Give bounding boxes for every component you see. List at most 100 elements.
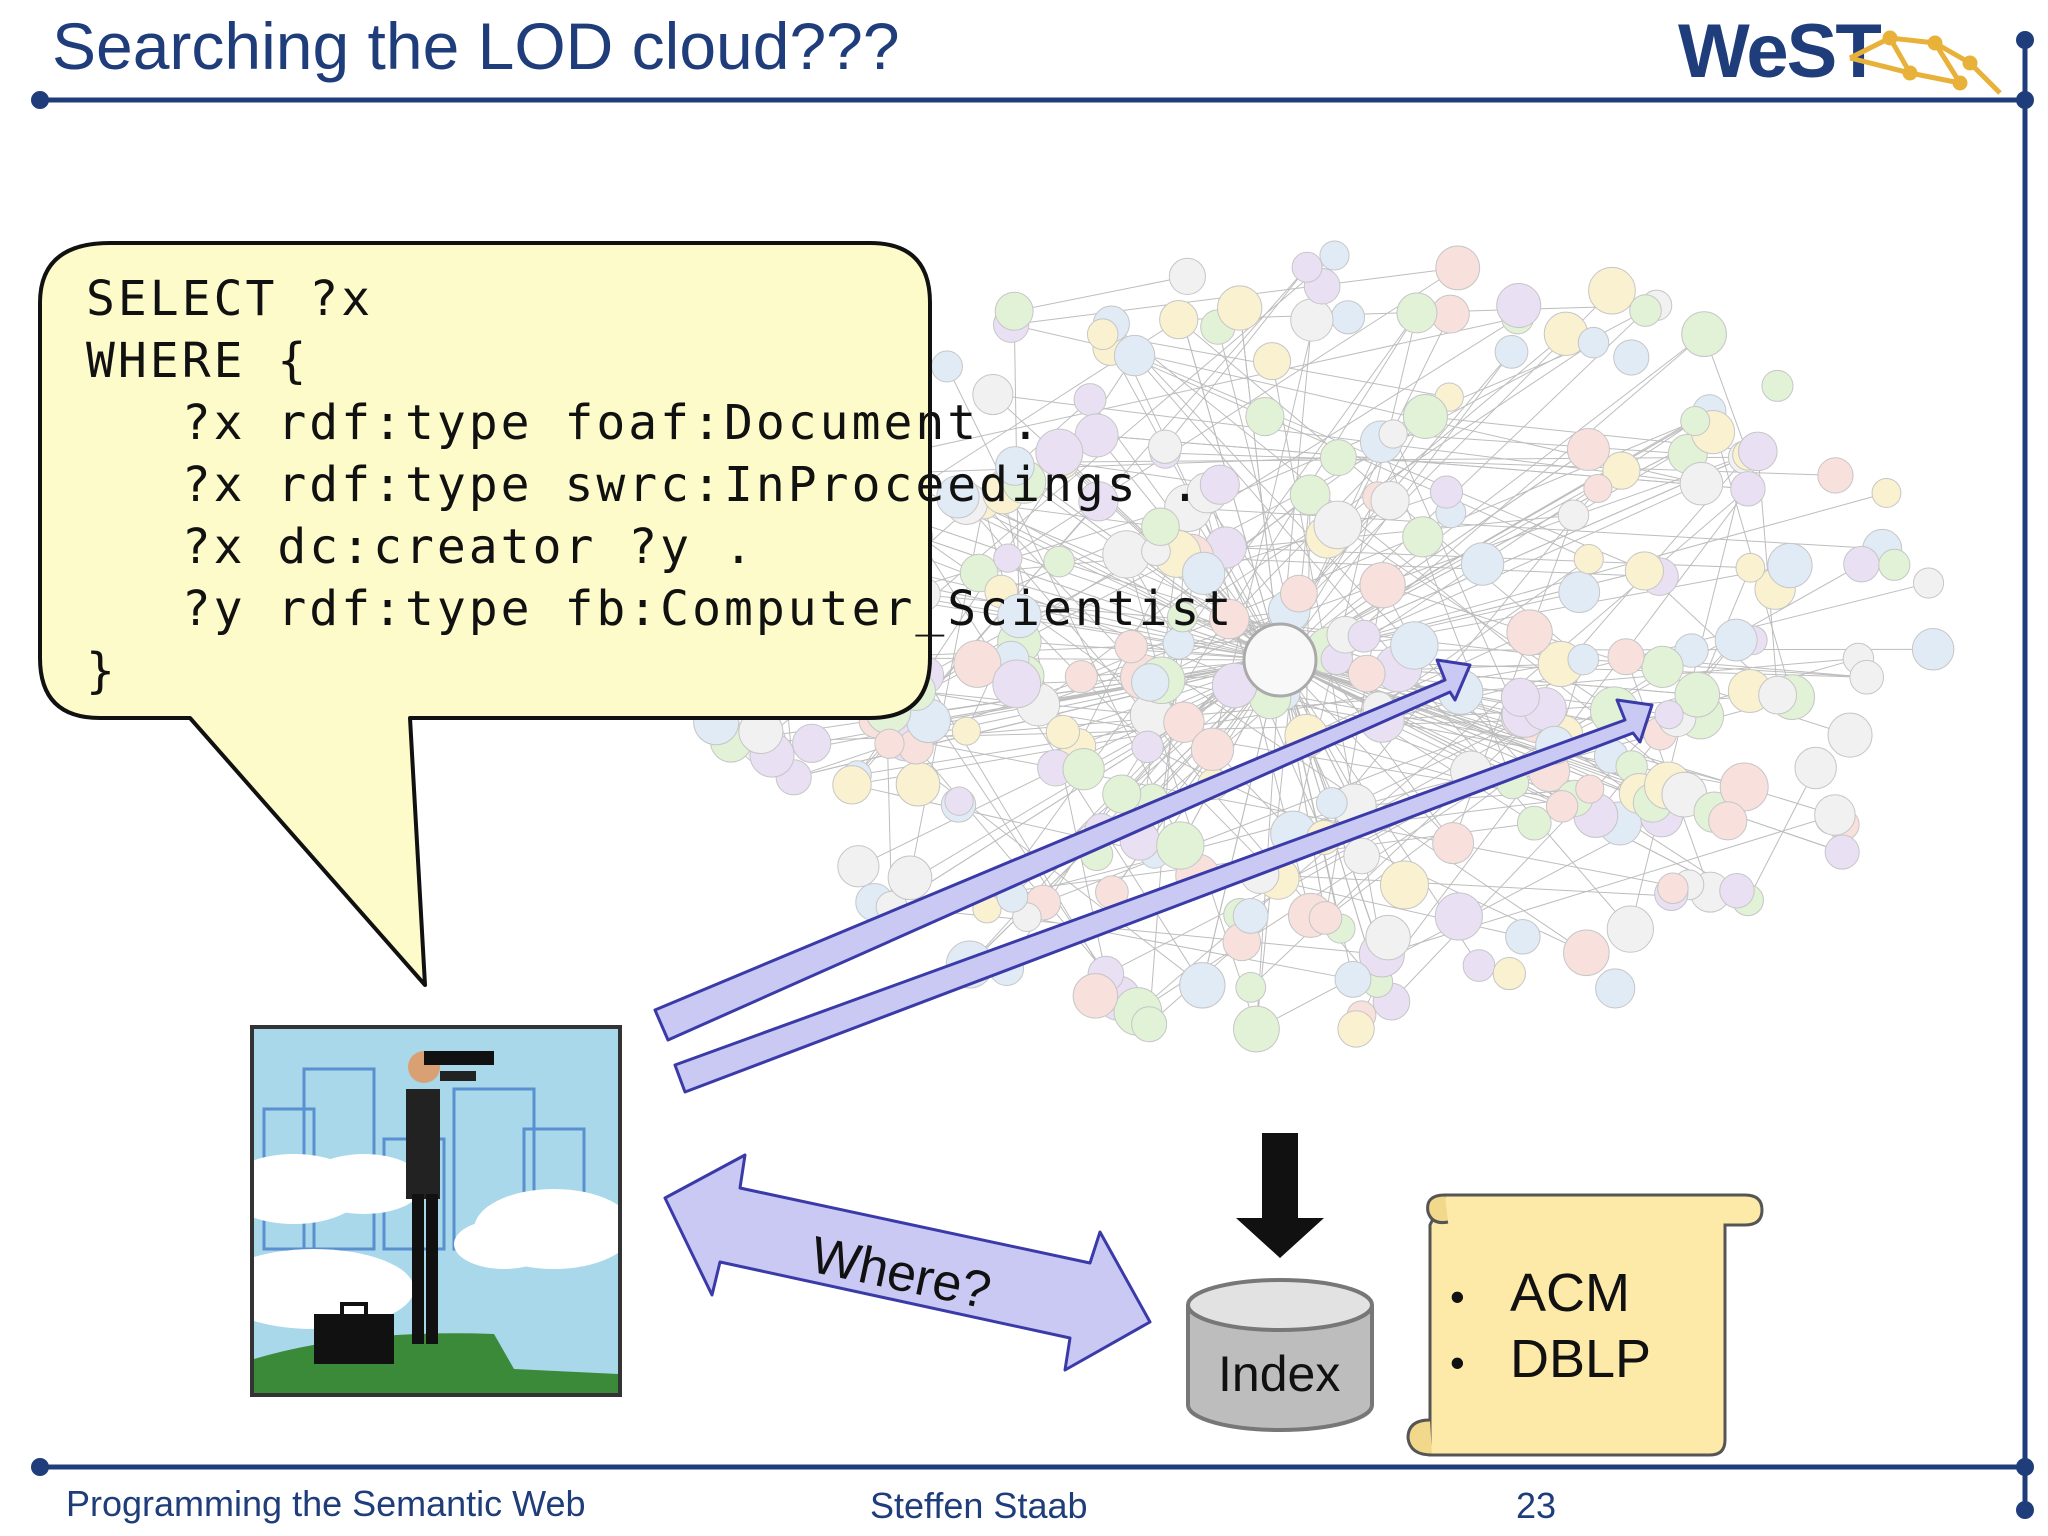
lod-dataset-node: [1827, 712, 1873, 758]
lod-dataset-node: [1396, 292, 1438, 334]
lod-link: [847, 317, 1518, 466]
lod-dataset-node: [832, 765, 872, 805]
query-line: ?x dc:creator ?y .: [86, 519, 756, 575]
lod-link: [978, 572, 1281, 661]
lod-dataset-node: [953, 639, 1002, 688]
lod-dataset-node: [1315, 787, 1348, 819]
lod-dataset-node: [995, 446, 1035, 486]
lod-dataset-node: [1506, 609, 1553, 656]
lod-dataset-node: [1567, 643, 1600, 676]
source-list: ACM DBLP: [1450, 1262, 1651, 1394]
lod-dataset-node: [1072, 973, 1119, 1019]
lod-dataset-node: [1606, 905, 1654, 953]
lod-link: [1148, 507, 1189, 1025]
lod-dataset-node: [1613, 339, 1650, 376]
lod-dataset-node: [1557, 499, 1590, 531]
lod-dataset-node: [1181, 551, 1226, 596]
list-item: DBLP: [1450, 1328, 1651, 1394]
lod-dataset-node: [1141, 507, 1180, 547]
lod-dataset-node: [1708, 801, 1748, 841]
lod-dataset-node: [1291, 251, 1323, 283]
where-double-arrow: [663, 1153, 1152, 1372]
lod-dataset-node: [1871, 478, 1902, 508]
lod-dataset-node: [1607, 638, 1645, 676]
lod-dataset-node: [972, 374, 1014, 416]
lod-dataset-node: [1147, 429, 1183, 464]
lod-dataset-node: [1435, 245, 1481, 291]
lod-dataset-node: [1629, 294, 1662, 327]
lod-dataset-node: [1911, 628, 1955, 671]
lod-dataset-node: [837, 845, 880, 888]
lod-dataset-node: [1583, 473, 1613, 503]
lod-dataset-node: [1680, 406, 1711, 437]
lod-dataset-node: [1343, 837, 1380, 875]
lod-dataset-node: [1460, 542, 1505, 586]
lod-dataset-node: [1086, 318, 1119, 351]
lod-dataset-node: [1563, 929, 1610, 977]
lod-dataset-node: [1849, 659, 1885, 695]
lod-dataset-node: [1429, 475, 1464, 509]
lod-dataset-node: [1575, 774, 1605, 804]
lod-dataset-node: [1159, 299, 1199, 340]
lod-dataset-node: [1558, 571, 1601, 614]
lod-dataset-node: [1500, 677, 1540, 717]
lod-dataset-node: [1045, 714, 1081, 750]
west-logo-network-icon: [1848, 30, 2002, 95]
lod-link: [1393, 433, 1688, 455]
lod-link: [1042, 708, 1546, 904]
arrow-to-cloud-1: [653, 658, 1472, 1042]
lod-dataset-node: [1719, 873, 1755, 909]
lod-dataset-node: [1190, 727, 1235, 771]
lod-dataset-node: [1168, 257, 1206, 295]
lod-link: [979, 514, 1574, 574]
lod-dataset-node: [1588, 266, 1636, 315]
lod-link: [1001, 342, 1594, 593]
lod-dataset-node: [1573, 544, 1604, 575]
lod-dataset-node: [1334, 960, 1372, 998]
businessman-binoculars-image: [250, 1025, 622, 1397]
sparql-query: SELECT ?x WHERE { ?x rdf:type foaf:Docum…: [86, 268, 1234, 702]
lod-dataset-node: [1545, 790, 1579, 823]
lod-dataset-node: [1402, 516, 1444, 558]
lod-dataset-node: [1313, 500, 1363, 550]
slide-title: Searching the LOD cloud???: [52, 9, 900, 83]
lod-dataset-node: [1794, 746, 1837, 790]
lod-dataset-node: [1654, 700, 1684, 730]
lod-link: [1217, 326, 1290, 612]
lod-dataset-node: [1337, 1010, 1375, 1048]
lod-dataset-node: [944, 786, 974, 816]
page-number: 23: [1516, 1485, 1557, 1526]
lod-dataset-node: [1235, 971, 1267, 1003]
lod-link: [1096, 434, 1748, 490]
lod-dataset-node: [1494, 334, 1529, 369]
lod-dataset-node: [1496, 283, 1542, 329]
lod-link: [1271, 361, 1392, 1002]
lod-dataset-node: [1253, 342, 1292, 381]
lod-link: [1255, 659, 1281, 1030]
list-item: ACM: [1450, 1262, 1651, 1328]
lod-dataset-node: [1595, 968, 1636, 1009]
query-line: ?x rdf:type swrc:InProceedings .: [86, 457, 1203, 513]
lod-link: [1182, 342, 1594, 618]
query-line: }: [86, 643, 118, 699]
lod-dataset-node: [1492, 956, 1526, 991]
lod-dataset-node: [1814, 794, 1856, 836]
lod-link: [1279, 659, 1535, 824]
query-line: SELECT ?x: [86, 271, 374, 327]
lod-dataset-node: [1730, 471, 1766, 507]
lod-dataset-node: [1043, 545, 1075, 578]
lod-dataset-node: [1602, 451, 1641, 490]
lod-dataset-node: [1817, 457, 1854, 494]
lod-dataset-node: [1347, 654, 1386, 693]
lod-dataset-node: [1163, 701, 1205, 743]
lod-dataset-node: [1319, 240, 1350, 271]
lod-dataset-node: [1245, 396, 1285, 437]
lod-link: [891, 906, 1382, 955]
lod-link: [1747, 767, 1817, 901]
lod-dataset-node: [1641, 645, 1684, 689]
lod-dataset-node: [1566, 428, 1610, 472]
lod-hub-node: [1242, 622, 1318, 698]
down-arrow-icon: [1236, 1133, 1324, 1258]
